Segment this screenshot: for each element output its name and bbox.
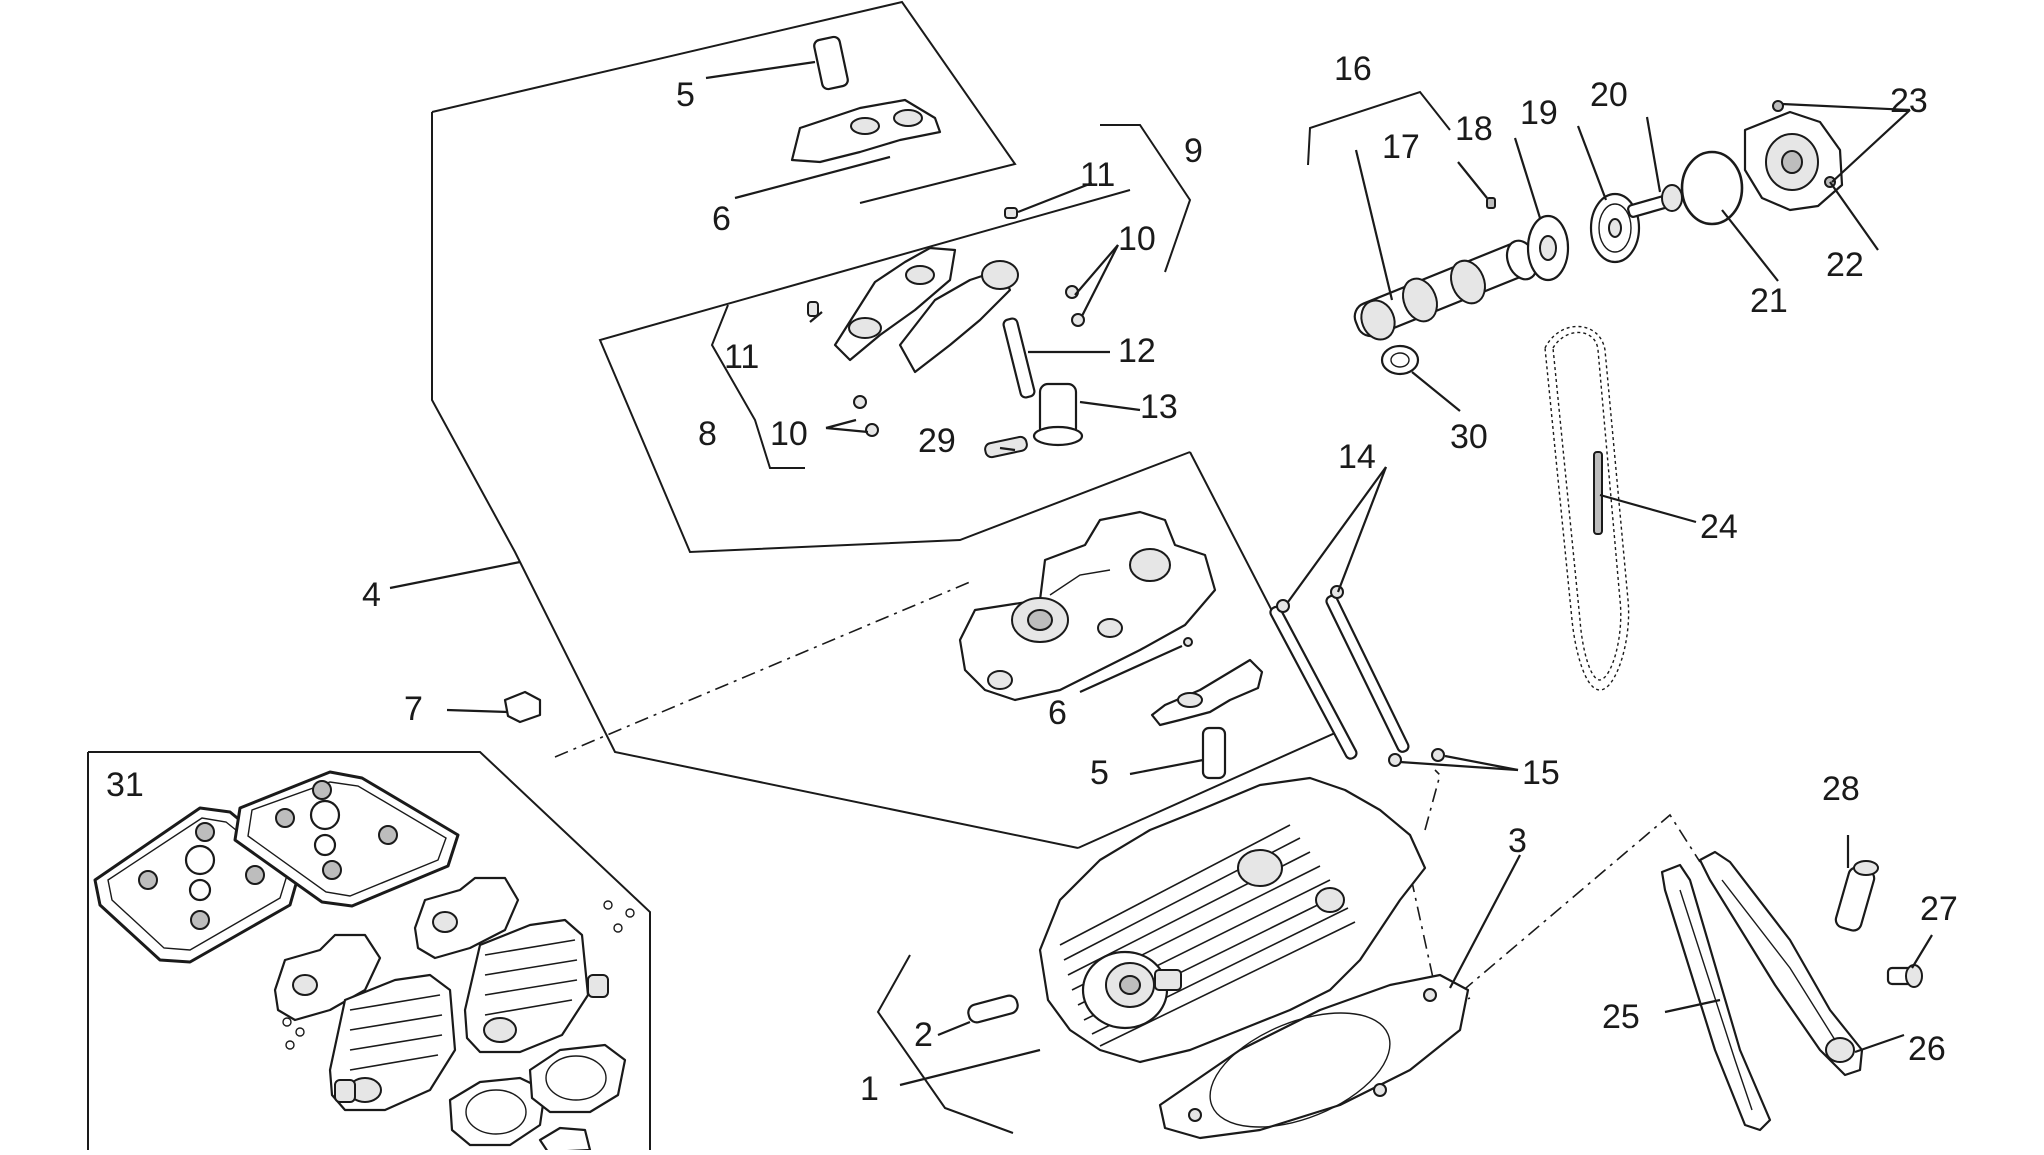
group-8-outline: [710, 304, 805, 469]
callout-11-left: 11: [724, 338, 759, 376]
callout-4: 4: [362, 576, 381, 614]
callout-24: 24: [1700, 508, 1738, 546]
gear-19: [1589, 192, 1641, 264]
callout-2: 2: [914, 1016, 933, 1054]
rocker-arm-left: [833, 246, 1019, 374]
group-16-outline: [1307, 90, 1451, 166]
callout-11-right: 11: [1080, 156, 1115, 194]
part-7-clip: [503, 690, 542, 724]
rocker-bracket-top: [790, 35, 942, 164]
group-9-outline: [1100, 124, 1192, 273]
callout-8: 8: [698, 415, 717, 453]
callout-16: 16: [1334, 50, 1372, 88]
callout-30: 30: [1450, 418, 1488, 456]
alignment-line-head: [1424, 769, 1441, 831]
camshaft: [1353, 239, 1539, 341]
callout-10-left: 10: [770, 415, 808, 453]
group-4-outline-lower: [431, 112, 1079, 849]
rocker-carrier: [958, 510, 1217, 702]
callout-3: 3: [1508, 822, 1527, 860]
gasket-kit-31: [93, 770, 635, 1154]
callout-6-top: 6: [712, 200, 731, 238]
callout-7: 7: [404, 690, 423, 728]
bolt-27: [1886, 964, 1923, 988]
callout-19: 19: [1520, 94, 1558, 132]
pin-2: [967, 994, 1019, 1024]
head-gasket: [1158, 973, 1470, 1140]
callout-labels: 5 6 9 11 10 11 12 13 8 10 29 4 7 6 5 14 …: [106, 50, 1958, 1108]
alignment-line-cylinder: [554, 581, 971, 758]
callout-5-top: 5: [676, 76, 695, 114]
callout-29: 29: [918, 422, 956, 460]
callout-10-right: 10: [1118, 220, 1156, 258]
rocker-bracket-lower: [1150, 637, 1264, 780]
timing-chain: [1544, 325, 1630, 691]
callout-18: 18: [1455, 110, 1493, 148]
callout-28: 28: [1822, 770, 1860, 808]
callout-17: 17: [1382, 128, 1420, 166]
pushrod-tubes: [1269, 585, 1445, 767]
alignment-line-chain: [1439, 813, 1701, 1011]
callout-1: 1: [860, 1070, 879, 1108]
callout-22: 22: [1826, 246, 1864, 284]
callout-6-lower: 6: [1048, 694, 1067, 732]
tensioner-26: [1698, 850, 1864, 1077]
callout-5-lower: 5: [1090, 754, 1109, 792]
chain-guide-25: [1660, 863, 1772, 1132]
callout-12: 12: [1118, 332, 1156, 370]
callout-21: 21: [1750, 282, 1788, 320]
callout-27: 27: [1920, 890, 1958, 928]
bolt-20: [1627, 184, 1683, 218]
callout-15: 15: [1522, 754, 1560, 792]
callout-14: 14: [1338, 438, 1376, 476]
group-4-outline: [431, 0, 1017, 204]
callout-20: 20: [1590, 76, 1628, 114]
small-pins: [807, 207, 1085, 437]
callout-31: 31: [106, 766, 144, 804]
group-9-outline-b: [598, 189, 1191, 554]
seal-ring-30: [1380, 344, 1420, 376]
group-1-outline: [876, 954, 1014, 1134]
pin-29: [984, 435, 1028, 459]
sprocket-18: [1526, 214, 1570, 282]
callout-13: 13: [1140, 388, 1178, 426]
callout-26: 26: [1908, 1030, 1946, 1068]
cylinder-head: [1038, 776, 1427, 1064]
callout-25: 25: [1602, 998, 1640, 1036]
key-17: [1486, 197, 1496, 209]
leader-lines: [389, 60, 1933, 1087]
o-ring-21: [1680, 150, 1744, 226]
cover-22: [1743, 100, 1844, 212]
pin-28: [1834, 860, 1879, 932]
group-31-box: [88, 751, 651, 1155]
callout-23: 23: [1890, 82, 1928, 120]
tappet-pushrod: [1002, 317, 1084, 447]
callout-9: 9: [1184, 132, 1203, 170]
